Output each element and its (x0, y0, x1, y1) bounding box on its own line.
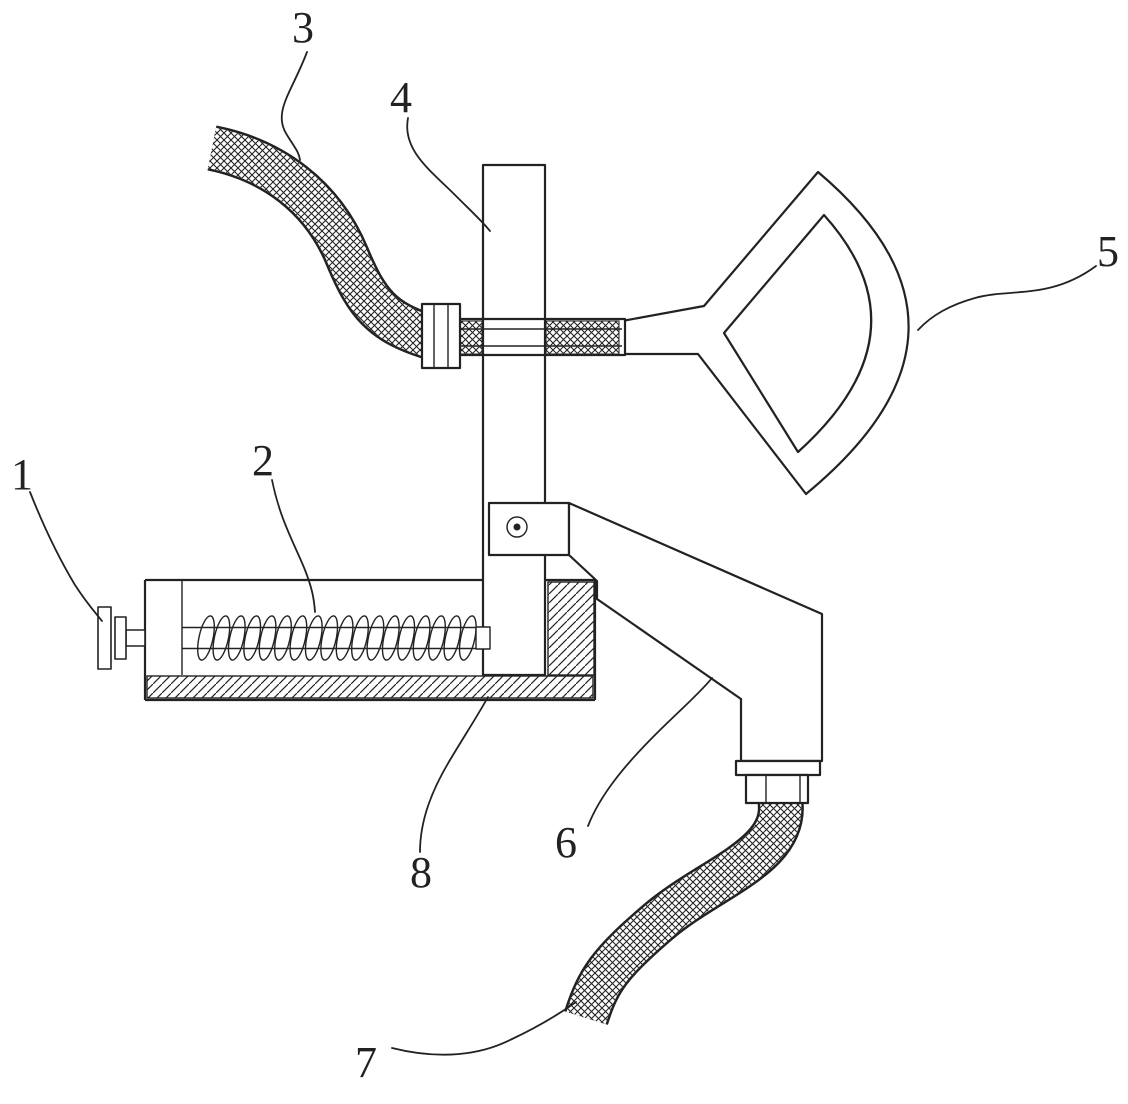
leader-5 (917, 265, 1097, 331)
screw-thread-turn (351, 615, 369, 661)
leader-3 (280, 51, 308, 161)
screw-thread-turn (304, 615, 323, 661)
end-shaft (97, 606, 146, 670)
vertical-column (481, 163, 547, 677)
screw-thread-turn (335, 615, 354, 661)
grip-handle (620, 170, 910, 496)
part-labels: 3 4 5 1 2 8 6 7 (11, 3, 1119, 1087)
screw-thread-turn (458, 615, 477, 661)
screw-thread-turn (428, 615, 446, 661)
label-8: 8 (410, 848, 432, 897)
screw-thread-turn (274, 615, 292, 661)
screw-thread-turn (381, 615, 400, 661)
screw-thread-turn (366, 615, 385, 661)
screw-thread-turn (243, 615, 262, 661)
right-wall-hatched (547, 581, 595, 676)
slanted-arm (567, 501, 824, 763)
label-4: 4 (390, 73, 412, 122)
leader-1 (29, 491, 103, 622)
leader-lines (29, 51, 1097, 1056)
label-2: 2 (252, 436, 274, 485)
leader-6 (587, 677, 713, 827)
screw-thread-turn (320, 615, 339, 661)
base-plate-hatched (146, 675, 594, 699)
pivot-bracket (487, 501, 571, 557)
braided-hose-top (206, 125, 438, 359)
label-3: 3 (292, 3, 314, 52)
label-6: 6 (555, 818, 577, 867)
leader-8 (419, 696, 489, 853)
screw-thread-turn (212, 615, 231, 661)
screw-thread-turn (289, 615, 308, 661)
feed-screw (182, 615, 491, 661)
screw-thread-turn (412, 615, 431, 661)
leader-4 (406, 117, 491, 232)
screw-thread-turn (197, 615, 215, 661)
screw-thread-turn (227, 615, 246, 661)
screw-coil (197, 615, 477, 661)
braided-hose-bottom (564, 794, 804, 1026)
label-7: 7 (355, 1038, 377, 1087)
screw-thread-turn (443, 615, 462, 661)
screw-thread-turn (258, 615, 277, 661)
leader-7 (391, 1001, 577, 1056)
pipe-nut (420, 302, 462, 370)
label-5: 5 (1097, 227, 1119, 276)
leader-2 (271, 479, 316, 613)
outlet-nut (734, 759, 822, 805)
label-1: 1 (11, 450, 33, 499)
screw-thread-turn (397, 615, 416, 661)
